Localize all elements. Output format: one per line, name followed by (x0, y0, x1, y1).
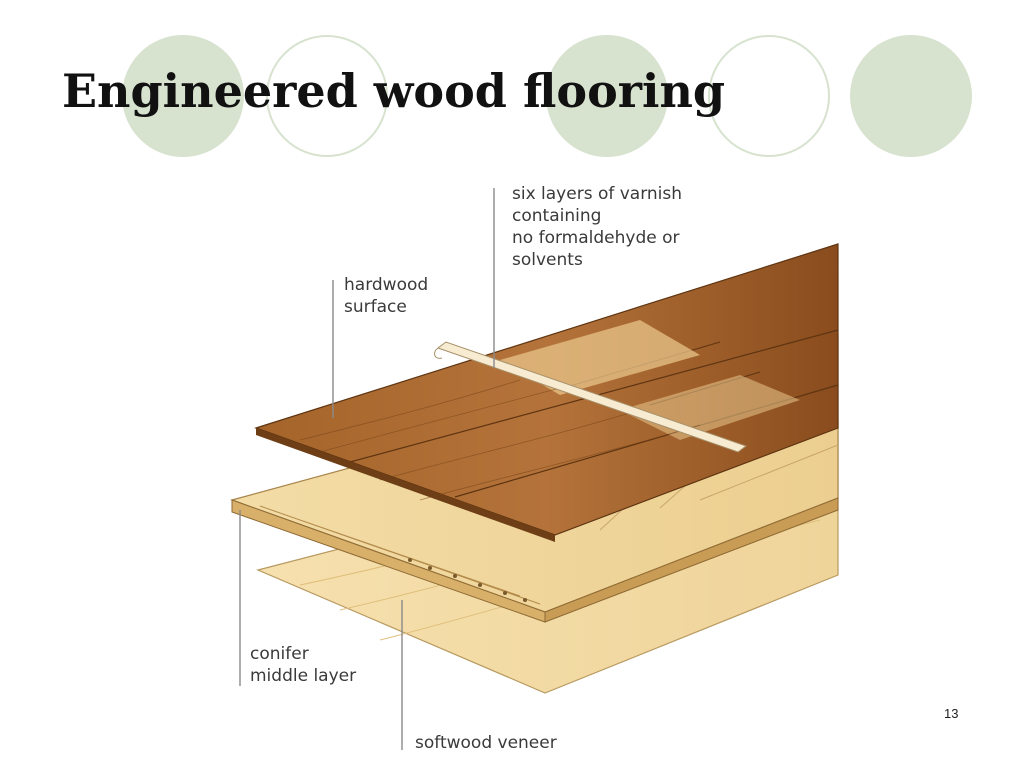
leader-lines (239, 188, 495, 750)
conifer-middle-layer-label: conifer middle layer (250, 644, 357, 686)
page-number: 13 (944, 706, 959, 721)
slide-title: Engineered wood flooring (62, 64, 726, 118)
varnish-label: six layers of varnish containing no form… (512, 184, 683, 270)
decor-circle (546, 35, 668, 157)
softwood-veneer-label: softwood veneer (415, 733, 557, 753)
decor-circle (266, 35, 388, 157)
decor-circle (708, 35, 830, 157)
decor-circle (122, 35, 244, 157)
hardwood-surface-label: hardwood surface (344, 275, 429, 317)
varnish-strip (434, 341, 748, 453)
decor-circle (850, 35, 972, 157)
